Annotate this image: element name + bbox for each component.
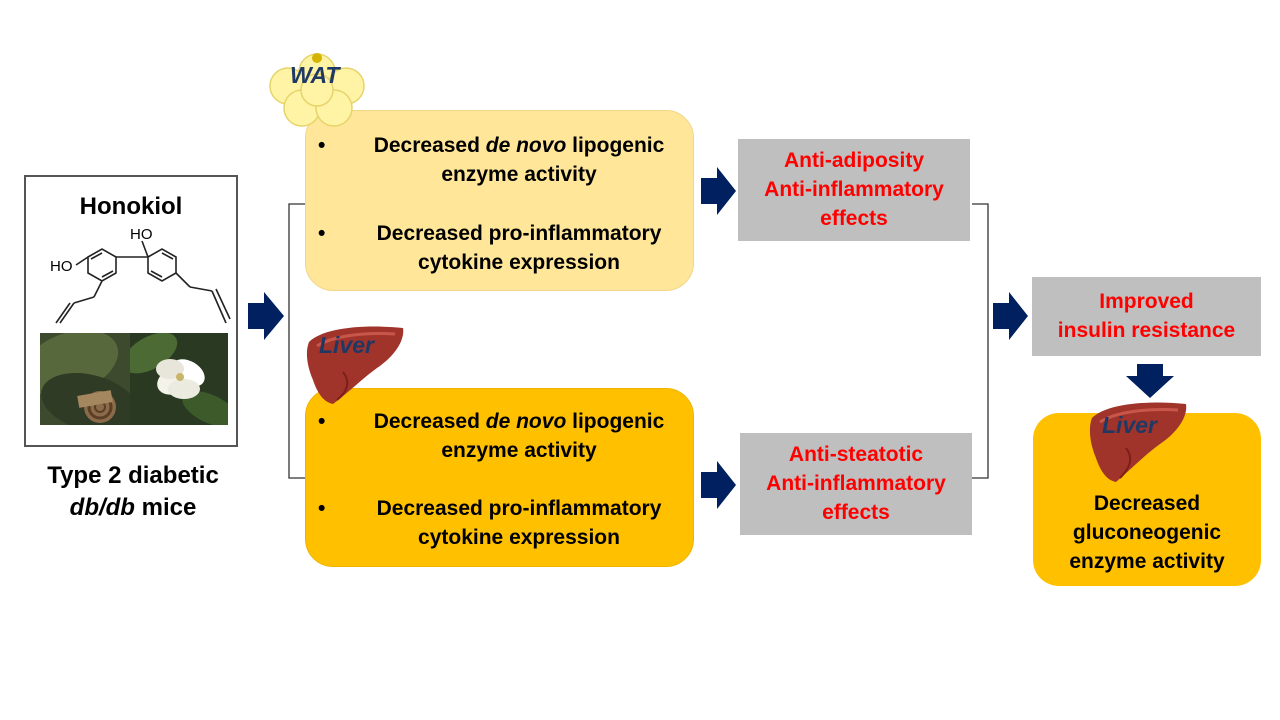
liver-item-italic: de novo bbox=[485, 410, 567, 433]
liver-effects-box: • Decreased de novo lipogenic enzyme act… bbox=[305, 388, 694, 567]
model-caption-line2: db/db mice bbox=[10, 492, 256, 524]
wat-item-text-post: lipogenic enzyme activity bbox=[441, 134, 665, 186]
compound-title: Honokiol bbox=[79, 193, 183, 220]
bullet: • bbox=[318, 410, 326, 433]
bracket-right bbox=[972, 203, 989, 479]
wat-icon: WAT bbox=[262, 50, 372, 134]
final-line: enzyme activity bbox=[1069, 550, 1225, 573]
wat-effects-box: • Decreased de novo lipogenic enzyme act… bbox=[305, 110, 694, 291]
bracket-left bbox=[288, 203, 305, 479]
model-caption: Type 2 diabetic db/db mice bbox=[10, 460, 256, 524]
outcome-line: Improved bbox=[1099, 290, 1194, 313]
hydroxyl-left-label: HO bbox=[50, 258, 73, 275]
final-line: Decreased bbox=[1093, 492, 1201, 515]
final-line: gluconeogenic bbox=[1072, 521, 1222, 544]
arrow-to-insulin bbox=[993, 292, 1028, 340]
liver-outcome-box: Anti-steatotic Anti-inflammatory effects bbox=[740, 433, 972, 535]
magnolia-flower-photo bbox=[130, 333, 228, 425]
outcome-line: Anti-inflammatory bbox=[764, 178, 944, 201]
wat-icon-label: WAT bbox=[290, 62, 340, 88]
final-liver-icon: Liver bbox=[1086, 398, 1190, 484]
liver-item-cytokine: • Decreased pro-inflammatory cytokine ex… bbox=[318, 494, 690, 552]
arrow-wat-to-outcome bbox=[701, 167, 736, 215]
hydroxyl-top-label: HO bbox=[130, 226, 153, 243]
outcome-line: effects bbox=[822, 501, 890, 524]
outcome-line: effects bbox=[820, 207, 888, 230]
honokiol-structure: HO HO bbox=[50, 226, 231, 324]
outcome-line: Anti-adiposity bbox=[784, 149, 924, 172]
liver-item-text-post: lipogenic enzyme activity bbox=[441, 410, 665, 462]
final-liver-icon-label: Liver bbox=[1102, 412, 1157, 438]
model-species: mice bbox=[134, 494, 197, 521]
wat-item-text: Decreased pro-inflammatory cytokine expr… bbox=[376, 222, 662, 274]
arrow-insulin-down bbox=[1126, 364, 1174, 398]
bullet: • bbox=[318, 222, 326, 245]
outcome-line: insulin resistance bbox=[1057, 319, 1236, 342]
liver-item-text: Decreased bbox=[373, 410, 486, 433]
wat-item-italic: de novo bbox=[485, 134, 567, 157]
liver-item-lipogenic: • Decreased de novo lipogenic enzyme act… bbox=[318, 407, 690, 465]
outcome-line: Anti-steatotic bbox=[788, 443, 924, 466]
wat-item-lipogenic: • Decreased de novo lipogenic enzyme act… bbox=[318, 131, 690, 189]
liver-icon-label: Liver bbox=[319, 332, 374, 358]
liver-item-text: Decreased pro-inflammatory cytokine expr… bbox=[376, 497, 662, 549]
wat-item-cytokine: • Decreased pro-inflammatory cytokine ex… bbox=[318, 219, 690, 277]
bullet: • bbox=[318, 134, 326, 157]
magnolia-bark-photo bbox=[40, 333, 132, 425]
bullet: • bbox=[318, 497, 326, 520]
final-effect-text: Decreased gluconeogenic enzyme activity bbox=[1033, 489, 1261, 576]
wat-item-text: Decreased bbox=[373, 134, 486, 157]
compound-panel: Honokiol HO HO bbox=[24, 175, 238, 447]
liver-icon: Liver bbox=[303, 322, 407, 406]
model-caption-line1: Type 2 diabetic bbox=[47, 462, 219, 489]
model-strain: db/db bbox=[69, 494, 135, 521]
insulin-outcome-box: Improved insulin resistance bbox=[1032, 277, 1261, 356]
outcome-line: Anti-inflammatory bbox=[766, 472, 946, 495]
arrow-liver-to-outcome bbox=[701, 461, 736, 509]
wat-outcome-box: Anti-adiposity Anti-inflammatory effects bbox=[738, 139, 970, 241]
arrow-compound-to-targets bbox=[248, 292, 284, 340]
